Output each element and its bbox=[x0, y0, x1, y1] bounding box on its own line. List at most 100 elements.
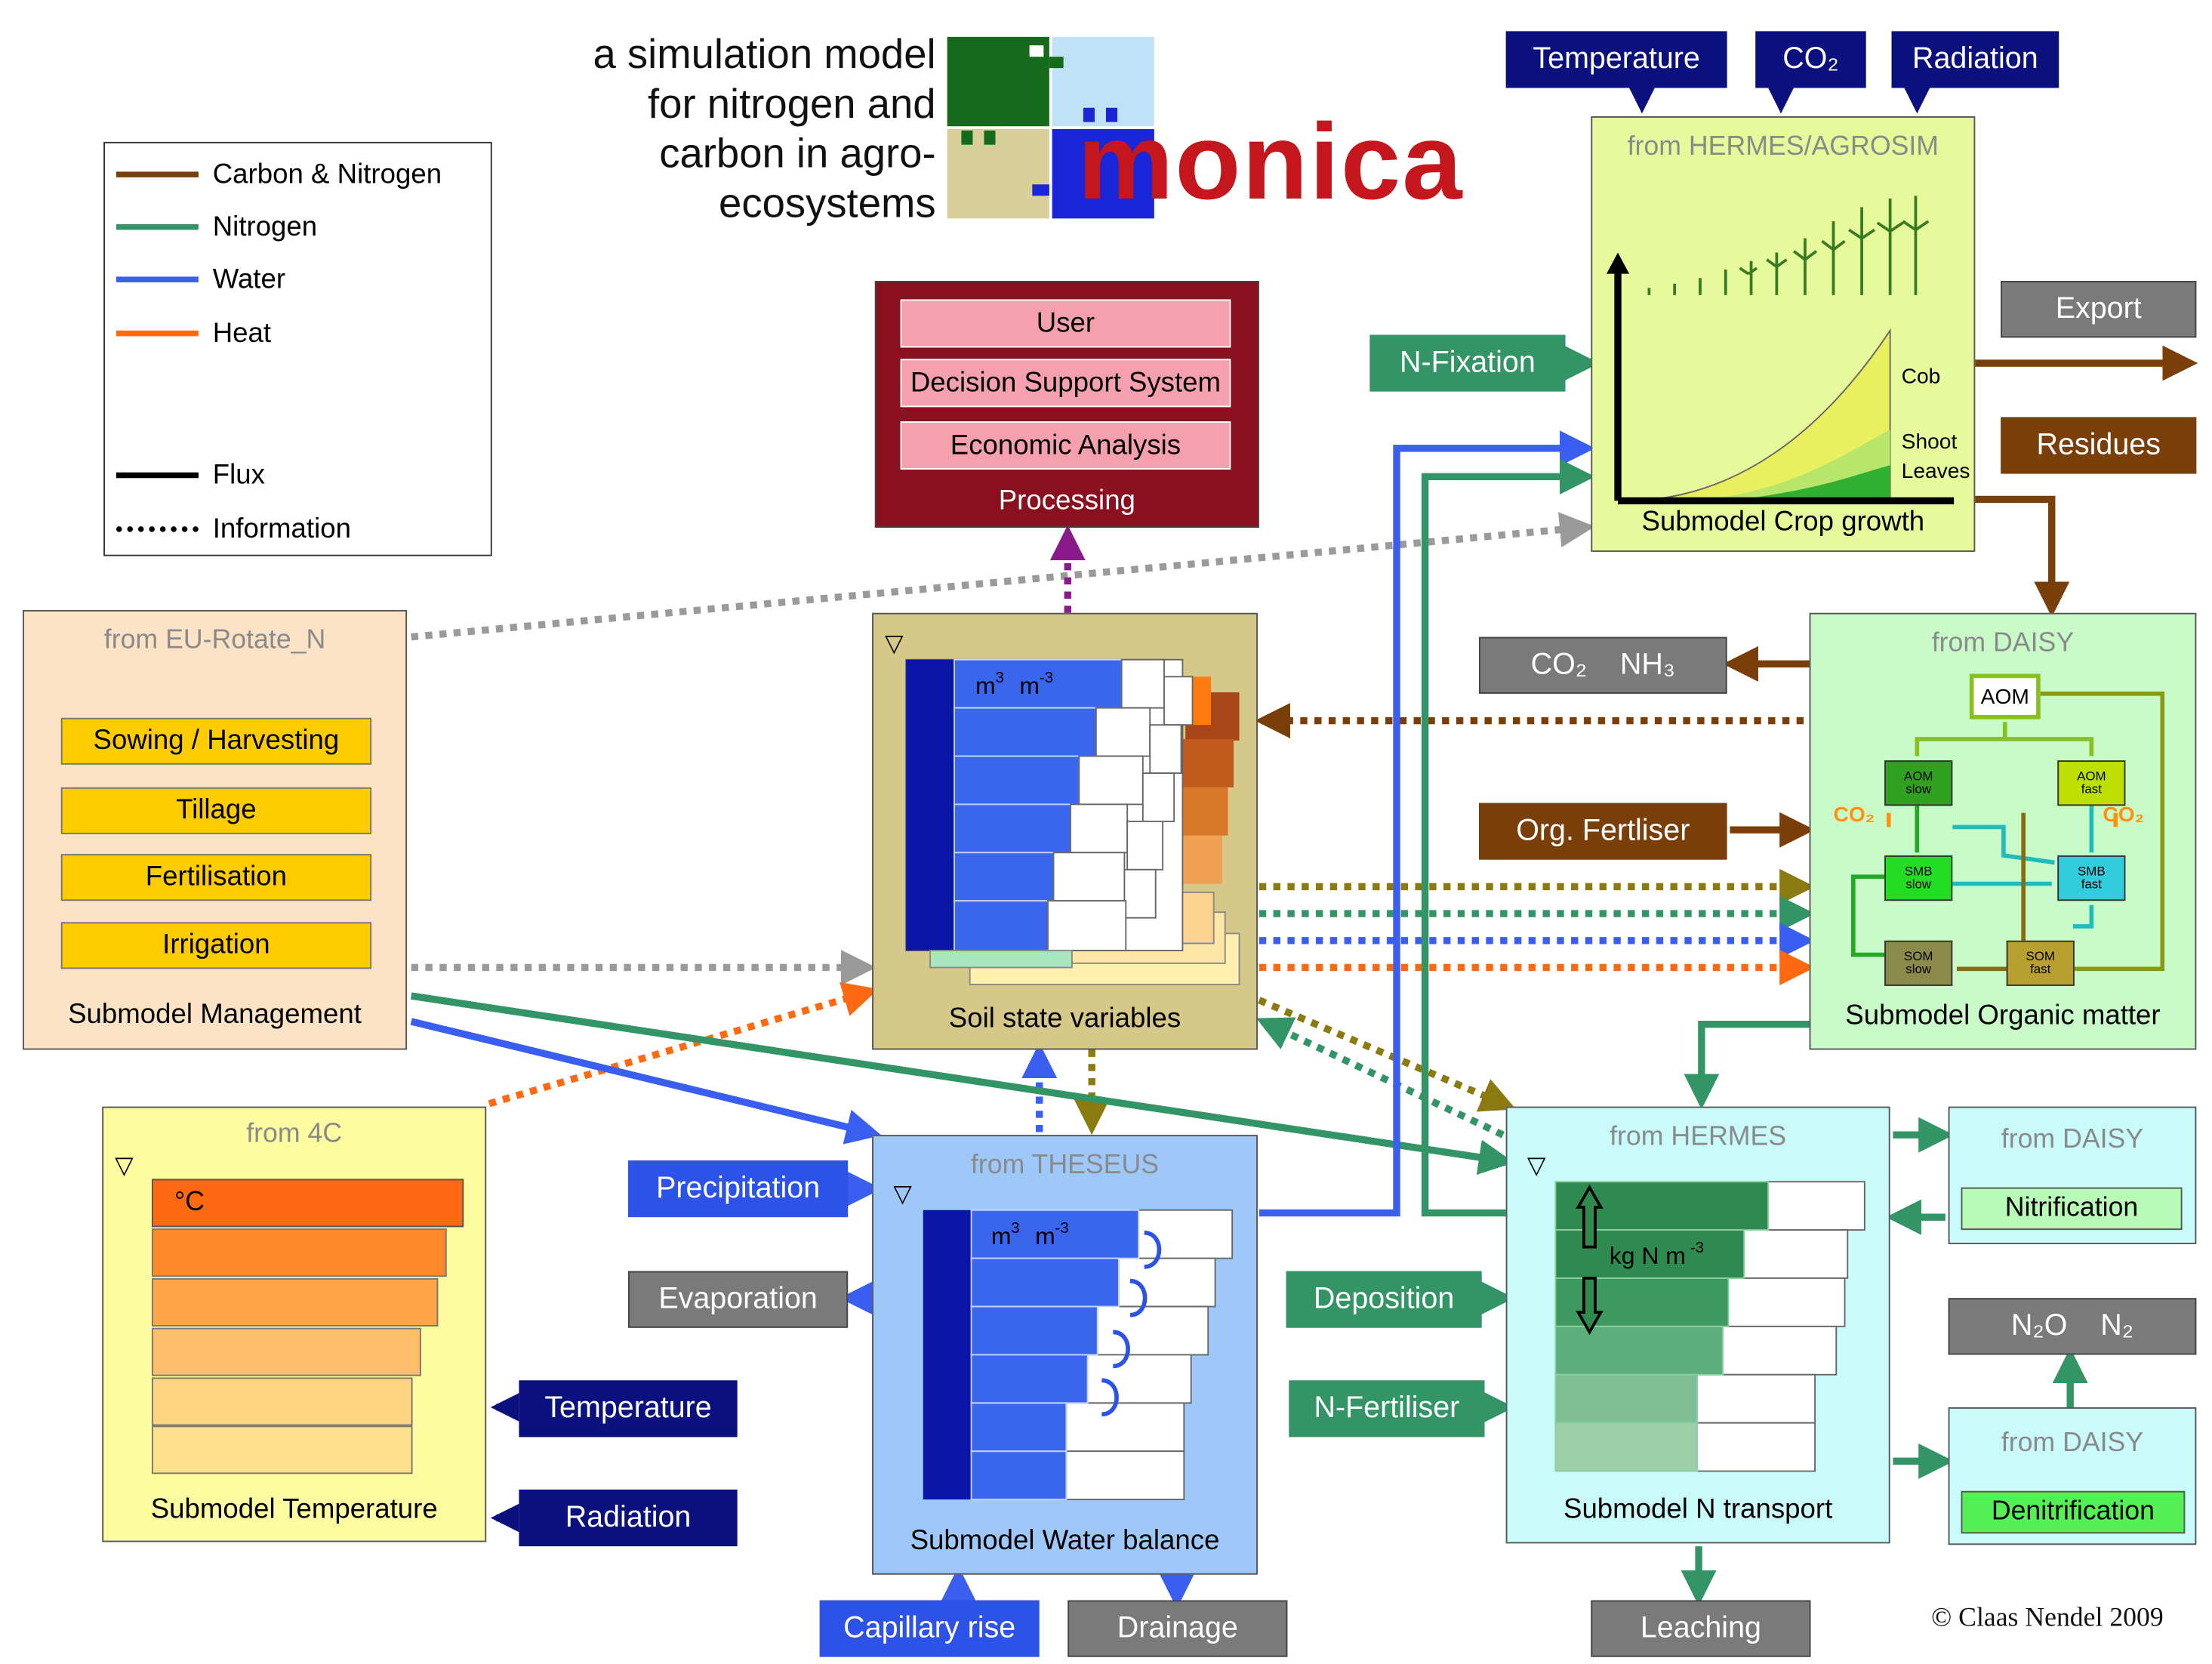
svg-text:kg N m: kg N m bbox=[1610, 1242, 1686, 1269]
gas-n2o-n2-label: N₂O N₂ bbox=[1948, 1298, 2197, 1355]
management-sowing: Sowing / Harvesting bbox=[60, 717, 372, 765]
temp-layer-2 bbox=[151, 1228, 447, 1277]
denitrification-source: from DAISY bbox=[2001, 1428, 2144, 1459]
flux-ntransport-to-crop bbox=[1421, 458, 1595, 1217]
legend: Carbon & Nitrogen Nitrogen Water Heat Fl… bbox=[103, 141, 492, 556]
info-temperature-to-soil bbox=[488, 981, 879, 1108]
info-soil-to-ntransport bbox=[1258, 997, 1517, 1112]
management-source: from EU-Rotate_N bbox=[103, 625, 326, 656]
temp-layer-3 bbox=[151, 1277, 439, 1327]
export-label: Export bbox=[2001, 281, 2197, 338]
flux-management-nitrogen bbox=[410, 992, 1514, 1176]
n-fixation-label: N-Fixation bbox=[1369, 334, 1566, 392]
organic-title: Submodel Organic matter bbox=[1845, 1000, 2161, 1032]
input-arrows bbox=[1628, 85, 1932, 114]
soil-state-title: Soil state variables bbox=[948, 1003, 1181, 1034]
processing-economic: Economic Analysis bbox=[900, 421, 1231, 470]
info-management-to-crop bbox=[411, 512, 1595, 641]
n-transport-panel: from HERMES ▽ kg N m -3 Submodel N trans… bbox=[1505, 1106, 1890, 1544]
svg-text:m: m bbox=[1019, 672, 1040, 699]
drainage-label: Drainage bbox=[1067, 1600, 1288, 1657]
management-title: Submodel Management bbox=[68, 998, 362, 1031]
temperature-title: Submodel Temperature bbox=[150, 1493, 438, 1525]
temperature-input-arrows bbox=[490, 1393, 519, 1533]
input-temperature-crop: Temperature bbox=[1505, 31, 1727, 88]
tagline-line-2: for nitrogen and bbox=[648, 82, 936, 128]
management-tillage: Tillage bbox=[60, 787, 372, 834]
legend-heat: Heat bbox=[116, 316, 271, 350]
crop-label-leaves: Leaves bbox=[1901, 459, 1970, 484]
nitrification-source: from DAISY bbox=[2001, 1125, 2144, 1155]
tagline-line-4: ecosystems bbox=[719, 181, 936, 227]
processing-title: Processing bbox=[998, 485, 1135, 516]
svg-text:3: 3 bbox=[1011, 1219, 1019, 1237]
input-radiation-crop: Radiation bbox=[1891, 31, 2060, 88]
n-transport-title: Submodel N transport bbox=[1563, 1493, 1833, 1525]
n-layer-stack: kg N m -3 bbox=[1554, 1181, 1865, 1472]
temperature-panel: from 4C ▽ °C Submodel Temperature bbox=[102, 1106, 487, 1542]
water-title: Submodel Water balance bbox=[910, 1524, 1220, 1557]
legend-flux: Flux bbox=[116, 458, 265, 492]
crop-source: from HERMES/AGROSIM bbox=[1627, 131, 1939, 162]
logo-mark bbox=[947, 36, 1157, 221]
temp-layer-1 bbox=[151, 1179, 464, 1228]
n-fertiliser-label: N-Fertiliser bbox=[1289, 1380, 1485, 1438]
water-source: from THESEUS bbox=[970, 1150, 1160, 1181]
flux-organic-ntransport bbox=[1684, 1020, 1810, 1110]
tagline-line-1: a simulation model bbox=[593, 32, 936, 79]
water-balance-panel: from THESEUS ▽ m 3 m -3 Submodel Wat bbox=[872, 1135, 1258, 1575]
svg-text:m: m bbox=[991, 1222, 1012, 1250]
temperature-surface-icon: ▽ bbox=[115, 1151, 134, 1179]
organic-pool-arrows bbox=[1850, 692, 2165, 972]
logo-word: monica bbox=[1077, 102, 1464, 223]
n-transport-source: from HERMES bbox=[1610, 1122, 1787, 1152]
radiation-input-label: Radiation bbox=[519, 1489, 738, 1547]
organic-co2-right: CO₂ bbox=[2103, 803, 2145, 827]
evaporation-label: Evaporation bbox=[628, 1271, 849, 1328]
org-fertiliser-label: Org. Fertliser bbox=[1478, 803, 1727, 860]
temperature-source: from 4C bbox=[246, 1119, 343, 1149]
crop-label-cob: Cob bbox=[1901, 364, 1941, 389]
temp-layer-6 bbox=[151, 1425, 413, 1474]
n-transport-surface-icon: ▽ bbox=[1527, 1151, 1546, 1179]
crop-growth-chart bbox=[1607, 196, 1955, 504]
temp-layer-5 bbox=[151, 1377, 413, 1426]
flux-management-water bbox=[410, 1018, 882, 1145]
water-layer-stack: m 3 m -3 bbox=[923, 1209, 1234, 1501]
soil-layer-stack: m 3 m -3 bbox=[905, 658, 1240, 985]
svg-text:-3: -3 bbox=[1055, 1219, 1068, 1237]
legend-nitrogen: Nitrogen bbox=[116, 210, 317, 244]
gas-co2-nh3-label: CO₂ NH₃ bbox=[1478, 636, 1727, 694]
svg-text:m: m bbox=[975, 672, 996, 699]
crop-title: Submodel Crop growth bbox=[1641, 506, 1925, 538]
management-fertilisation: Fertilisation bbox=[60, 854, 372, 901]
denitrification-label: Denitrification bbox=[1961, 1490, 2186, 1534]
svg-text:-3: -3 bbox=[1040, 669, 1053, 686]
management-irrigation: Irrigation bbox=[60, 922, 372, 969]
precipitation-label: Precipitation bbox=[628, 1160, 849, 1218]
legend-water: Water bbox=[116, 263, 285, 297]
processing-panel: User Decision Support System Economic An… bbox=[874, 281, 1259, 528]
flux-crop-residues bbox=[1973, 495, 2070, 618]
capillary-rise-label: Capillary rise bbox=[819, 1600, 1040, 1657]
input-co2-crop: CO₂ bbox=[1755, 31, 1866, 88]
water-surface-icon: ▽ bbox=[893, 1180, 912, 1208]
management-panel: from EU-Rotate_N Sowing / Harvesting Til… bbox=[23, 609, 408, 1050]
water-table-icon: ▽ bbox=[884, 630, 904, 657]
svg-text:-3: -3 bbox=[1690, 1239, 1704, 1256]
processing-dss: Decision Support System bbox=[900, 359, 1231, 408]
soil-state-panel: ▽ bbox=[872, 612, 1258, 1050]
info-ntransport-to-soil bbox=[1256, 1017, 1505, 1139]
leaching-label: Leaching bbox=[1591, 1600, 1811, 1657]
temperature-input-label: Temperature bbox=[519, 1380, 738, 1438]
organic-co2-left: CO₂ bbox=[1833, 803, 1875, 827]
tagline: a simulation model for nitrogen and carb… bbox=[539, 31, 936, 230]
svg-text:3: 3 bbox=[995, 669, 1003, 686]
